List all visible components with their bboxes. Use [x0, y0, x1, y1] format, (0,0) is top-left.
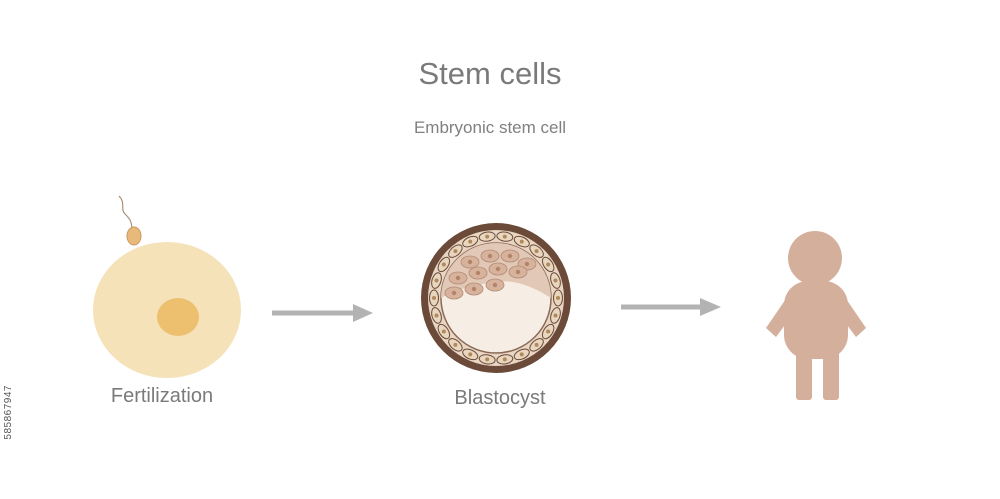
trophoblast-nucleus	[502, 357, 507, 362]
inner-cell-nucleus	[471, 286, 477, 292]
blastocyst-icon	[421, 223, 571, 373]
trophoblast-nucleus	[434, 313, 439, 318]
trophoblast-nucleus	[553, 313, 558, 318]
trophoblast-nucleus	[519, 352, 524, 357]
trophoblast-cells	[429, 231, 563, 365]
inner-cell-nucleus	[492, 282, 498, 288]
trophoblast-nucleus	[485, 234, 490, 239]
trophoblast-nucleus	[534, 342, 539, 347]
trophoblast-nucleus	[556, 296, 560, 300]
egg-nucleus	[157, 298, 199, 336]
trophoblast-nucleus	[434, 278, 439, 283]
inner-cell-nucleus	[515, 269, 521, 275]
figure-left-arm	[766, 290, 800, 337]
trophoblast-nucleus	[453, 249, 458, 254]
sperm-head	[126, 226, 142, 246]
trophoblast-nucleus	[546, 329, 551, 334]
figure-head	[788, 231, 842, 285]
trophoblast-nucleus	[453, 342, 458, 347]
page-title: Stem cells	[418, 56, 562, 91]
figure-torso	[784, 281, 848, 359]
trophoblast-nucleus	[519, 239, 524, 244]
inner-cell-nucleus	[455, 275, 461, 281]
trophoblast-nucleus	[485, 357, 490, 362]
trophoblast-nucleus	[432, 296, 436, 300]
trophoblast-nucleus	[502, 234, 507, 239]
inner-cell-nucleus	[495, 266, 501, 272]
watermark-id: 585867947	[3, 385, 14, 440]
inner-cell-nucleus	[451, 290, 457, 296]
trophoblast-nucleus	[441, 262, 446, 267]
trophoblast-nucleus	[534, 249, 539, 254]
sperm-tail	[118, 195, 133, 229]
blastocyst-label: Blastocyst	[454, 387, 546, 409]
fertilization-label: Fertilization	[110, 385, 214, 407]
page-subtitle: Embryonic stem cell	[413, 118, 567, 137]
figure-right-arm	[832, 290, 866, 337]
trophoblast-nucleus	[468, 352, 473, 357]
trophoblast-nucleus	[553, 278, 558, 283]
figure-left-leg	[796, 350, 812, 400]
trophoblast-nucleus	[546, 262, 551, 267]
arrow-2	[621, 298, 721, 316]
figure-right-leg	[823, 350, 839, 400]
inner-cell-nucleus	[475, 270, 481, 276]
inner-cell-nucleus	[507, 253, 513, 259]
inner-cell-nucleus	[487, 253, 493, 259]
inner-cell-nucleus	[467, 259, 473, 265]
arrow-1	[272, 304, 373, 322]
trophoblast-nucleus	[468, 239, 473, 244]
fertilized-egg-icon	[93, 195, 241, 378]
inner-cell-nucleus	[524, 261, 530, 267]
inner-cell-mass-cells	[444, 249, 537, 300]
trophoblast-nucleus	[441, 329, 446, 334]
baby-figure-icon	[766, 231, 866, 400]
